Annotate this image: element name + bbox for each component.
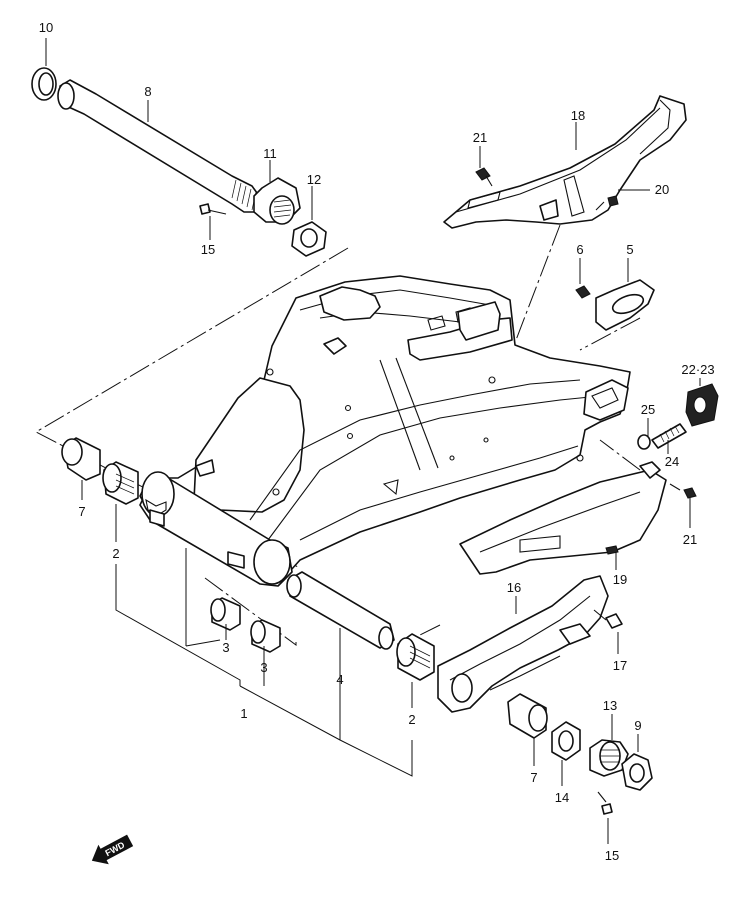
part-24-adjuster-bolt <box>651 423 687 449</box>
callout-7a: 7 <box>78 504 85 519</box>
callout-19: 19 <box>613 572 627 587</box>
part-5-chain-guide-plate <box>595 279 655 331</box>
callout-22-23: 22·23 <box>681 362 714 377</box>
part-21a-bolt <box>475 167 493 187</box>
part-4-spacer <box>286 571 395 650</box>
part-16-chain-guide <box>437 575 609 713</box>
callout-3b: 3 <box>260 660 267 675</box>
callout-11: 11 <box>263 146 277 161</box>
part-12-lock-nut <box>291 221 327 257</box>
callout-4: 4 <box>336 672 343 687</box>
part-15b-screw <box>597 791 613 815</box>
callout-3a: 3 <box>222 640 229 655</box>
part-2a-needle-bearing <box>102 461 139 505</box>
part-7a-bushing <box>61 437 101 481</box>
callout-1: 1 <box>240 706 247 721</box>
callout-12: 12 <box>307 172 321 187</box>
callout-9: 9 <box>634 718 641 733</box>
callout-17: 17 <box>613 658 627 673</box>
fwd-arrow-icon: FWD <box>91 834 134 865</box>
part-3a-bearing <box>210 597 241 631</box>
part-6-bolt <box>575 285 591 299</box>
part-2b-needle-bearing <box>396 633 435 681</box>
callout-5: 5 <box>626 242 633 257</box>
callout-7b: 7 <box>530 770 537 785</box>
leader-lines <box>45 38 701 844</box>
part-9-nut <box>621 753 653 791</box>
callout-10: 10 <box>39 20 53 35</box>
callout-2b: 2 <box>408 712 415 727</box>
callout-18: 18 <box>571 108 585 123</box>
callout-6: 6 <box>576 242 583 257</box>
part-14-lock-nut <box>551 721 581 761</box>
part-21b-bolt <box>669 483 697 499</box>
callout-25: 25 <box>641 402 655 417</box>
part-7b-bushing <box>507 693 548 739</box>
callout-16: 16 <box>507 580 521 595</box>
callout-15a: 15 <box>201 242 215 257</box>
part-13-adjuster-bolt <box>589 739 629 777</box>
callout-2a: 2 <box>112 546 119 561</box>
part-20-bolt <box>595 195 619 211</box>
part-18-chain-case <box>443 95 687 229</box>
part-22-23-adjuster-block <box>685 383 719 427</box>
callout-8: 8 <box>144 84 151 99</box>
callout-15b: 15 <box>605 848 619 863</box>
callout-21b: 21 <box>683 532 697 547</box>
part-17-bolt <box>593 609 623 629</box>
callout-13: 13 <box>603 698 617 713</box>
part-8-pivot-shaft <box>57 79 263 213</box>
part-19-chain-guard <box>459 461 667 575</box>
part-15a-screw <box>199 203 227 215</box>
assembly-lines <box>34 224 641 646</box>
part-11-adjuster-bolt <box>253 177 301 225</box>
part-25-washer <box>637 434 651 450</box>
callout-20: 20 <box>655 182 669 197</box>
callout-24: 24 <box>665 454 679 469</box>
callout-21a: 21 <box>473 130 487 145</box>
callout-labels: 10 8 11 12 15 21 18 20 6 5 22·23 25 24 2… <box>39 20 715 863</box>
part-3b-bearing <box>250 619 281 653</box>
callout-14: 14 <box>555 790 569 805</box>
part-10-seal <box>31 67 57 101</box>
swingarm <box>139 275 631 587</box>
